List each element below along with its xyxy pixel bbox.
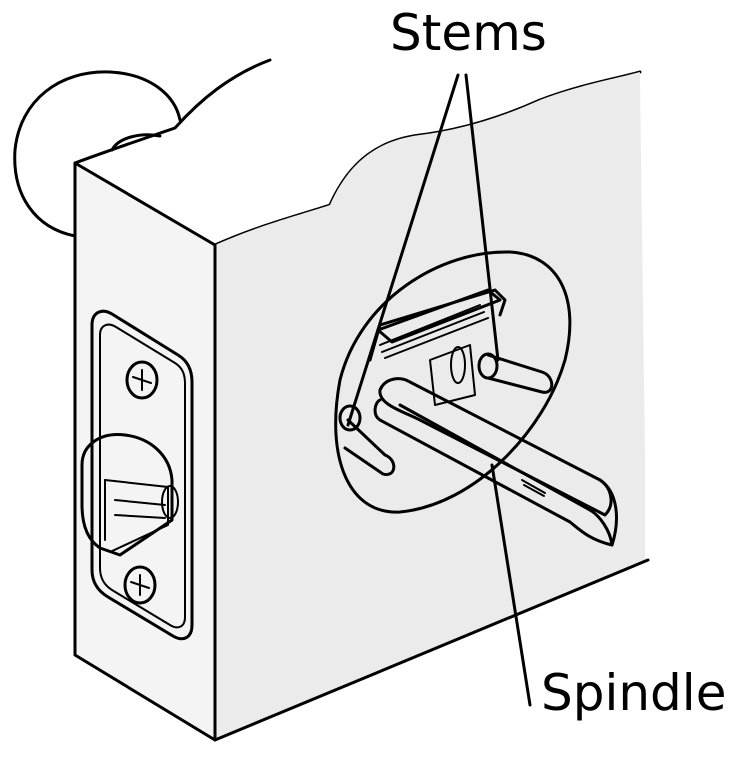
stem-right <box>477 352 554 394</box>
stems-label: Stems <box>390 4 547 62</box>
stem-left <box>338 404 396 477</box>
spindle-leader-line <box>490 463 532 707</box>
stems-leader-lines <box>346 73 500 427</box>
screw-top <box>125 360 159 400</box>
latch-faceplate <box>90 309 194 641</box>
bore-hole <box>334 250 572 514</box>
screw-bottom <box>123 565 157 605</box>
door-face <box>213 72 650 742</box>
spindle-bar <box>373 377 618 547</box>
latch-bolt <box>80 433 179 557</box>
spindle-label: Spindle <box>541 664 727 722</box>
door-edge <box>73 161 217 742</box>
